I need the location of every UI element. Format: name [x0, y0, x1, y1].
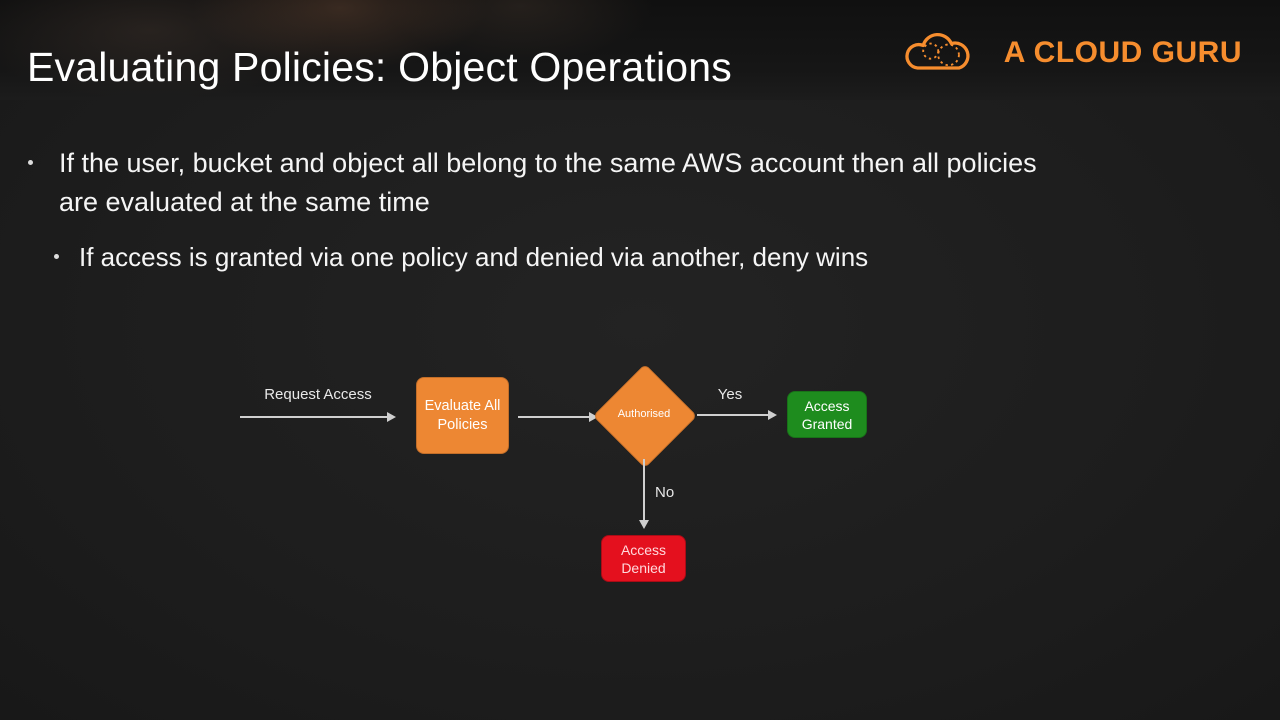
access-granted-box: Access Granted	[787, 391, 867, 438]
slide-header: Evaluating Policies: Object Operations A…	[0, 0, 1280, 100]
acg-logo-text: A CLOUD GURU	[1003, 36, 1242, 69]
authorised-decision-label: Authorised	[617, 408, 671, 420]
no-branch-label: No	[655, 484, 675, 501]
arrow-evaluate-to-decision	[518, 416, 589, 418]
acg-logo: A CLOUD GURU	[895, 24, 1242, 82]
yes-branch-label: Yes	[717, 386, 743, 403]
bullet-marker	[54, 254, 59, 259]
bullet-main-text: If the user, bucket and object all belon…	[59, 148, 1037, 217]
bullet-sub-text: If access is granted via one policy and …	[79, 242, 869, 272]
arrowhead-decision-to-denied	[639, 520, 649, 529]
arrow-decision-to-denied	[643, 459, 645, 520]
arrowhead-decision-to-granted	[768, 410, 777, 420]
bullet-marker	[28, 160, 33, 165]
slide-title: Evaluating Policies: Object Operations	[27, 44, 732, 90]
access-denied-box: Access Denied	[601, 535, 686, 582]
evaluate-all-policies-box: Evaluate All Policies	[416, 377, 509, 454]
bullet-main: If the user, bucket and object all belon…	[24, 144, 1094, 222]
arrow-request-to-evaluate	[240, 416, 387, 418]
request-access-label: Request Access	[264, 386, 372, 403]
arrowhead-request-to-evaluate	[387, 412, 396, 422]
acg-cloud-icon	[905, 33, 970, 70]
arrow-decision-to-granted	[697, 414, 768, 416]
bullet-sub: If access is granted via one policy and …	[50, 239, 1150, 275]
arrowhead-evaluate-to-decision	[589, 412, 598, 422]
